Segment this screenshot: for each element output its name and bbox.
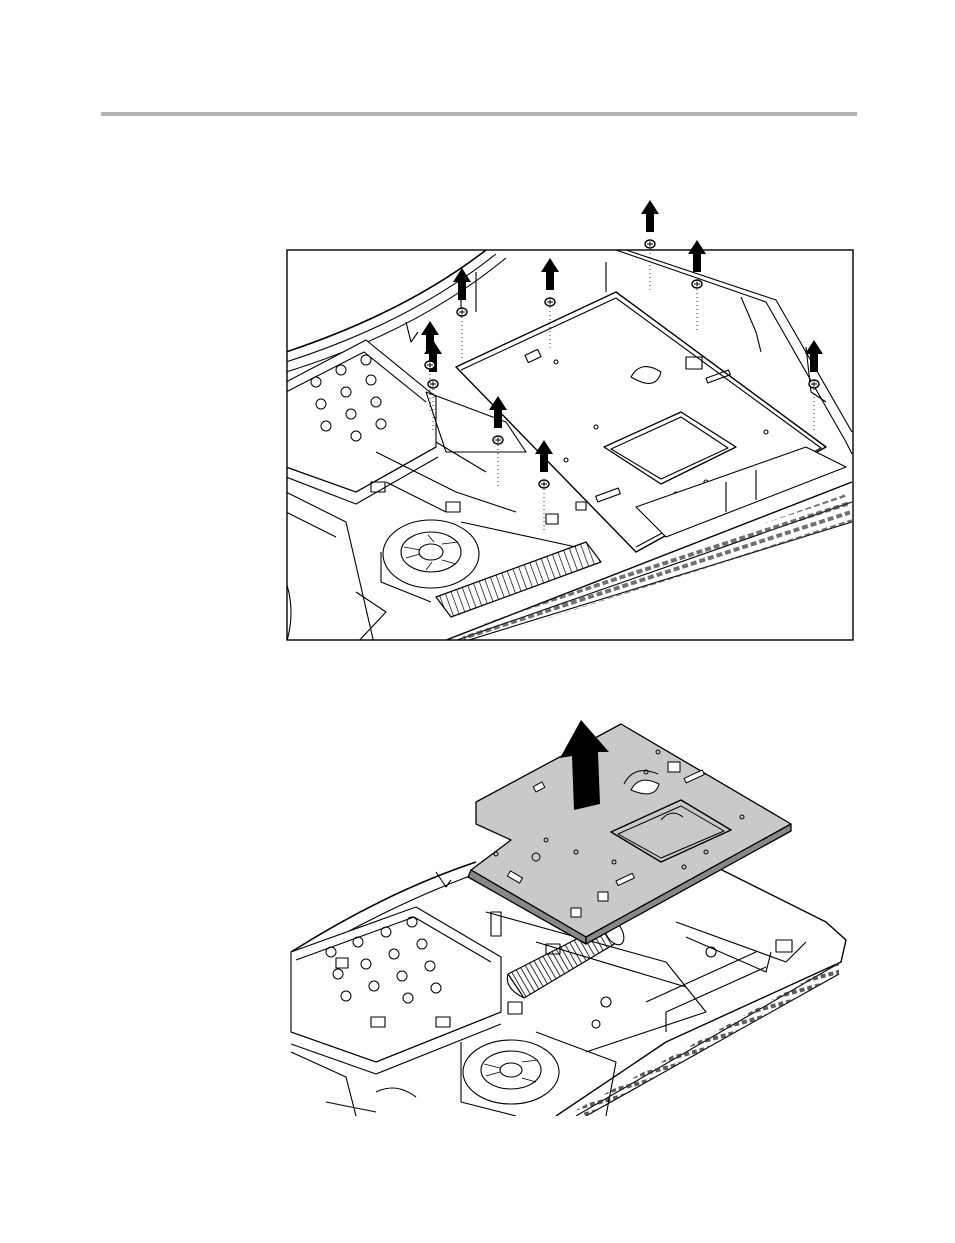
figure-screw-removal-drawing — [286, 192, 856, 644]
figure-lift-board-drawing — [286, 712, 854, 1116]
screw-with-arrow — [641, 200, 659, 292]
up-arrow-icon — [541, 258, 559, 290]
up-arrow-icon — [641, 200, 659, 232]
screw-with-arrow — [489, 396, 507, 488]
up-arrow-icon — [688, 240, 706, 272]
screw-with-arrow — [453, 268, 471, 360]
system-board — [468, 724, 791, 944]
screw-with-arrow — [535, 440, 553, 532]
header-rule — [101, 112, 857, 116]
figure-lift-board — [286, 712, 854, 1116]
figure-screw-removal — [286, 192, 856, 644]
screw-with-arrow — [688, 240, 706, 332]
screw-with-arrow — [805, 340, 823, 432]
